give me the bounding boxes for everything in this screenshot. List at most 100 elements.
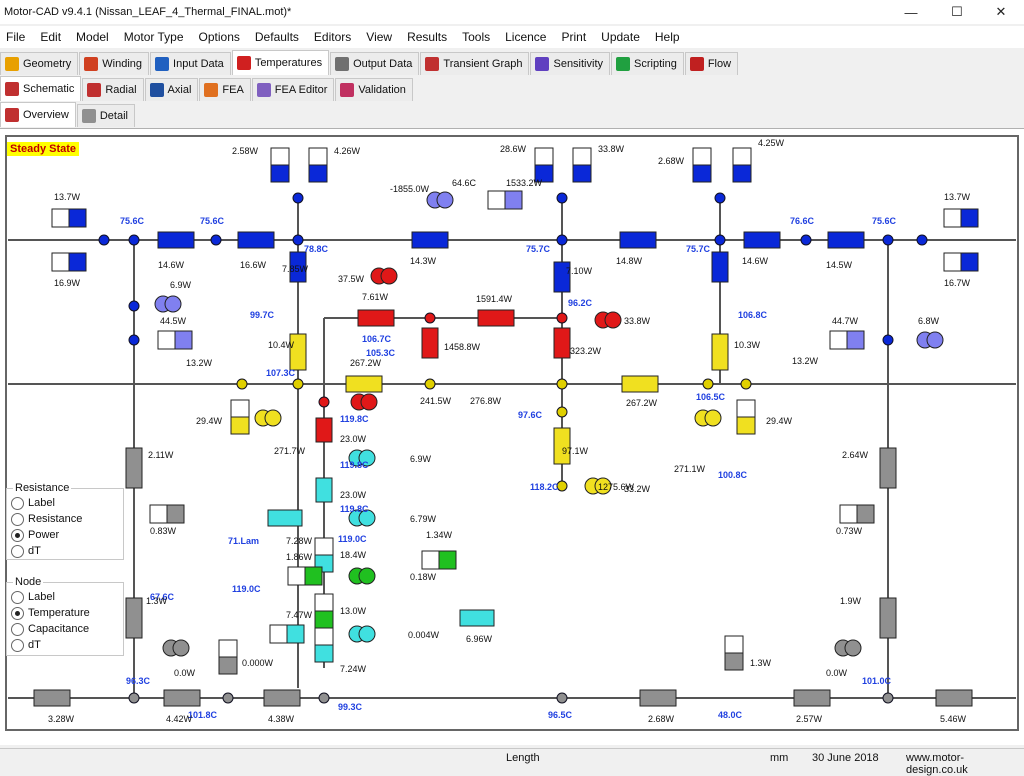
value-label: 44.7W — [832, 316, 859, 326]
thermal-capacitance-fill — [314, 610, 334, 629]
thermal-resistance — [553, 261, 571, 293]
power-source — [844, 639, 862, 657]
node-option-capacitance[interactable]: Capacitance — [7, 621, 123, 637]
node-option-temperature[interactable]: Temperature — [7, 605, 123, 621]
status-unit: mm — [770, 752, 789, 764]
value-label: 7.85W — [282, 264, 309, 274]
thermal-resistance — [553, 327, 571, 359]
tab-flow[interactable]: Flow — [684, 52, 739, 75]
network-node — [292, 378, 304, 390]
network-node — [916, 234, 928, 246]
menu-print[interactable]: Print — [561, 30, 587, 44]
viewtab-detail[interactable]: Detail — [76, 104, 135, 127]
radio-icon — [11, 544, 24, 558]
thermal-resistance — [125, 447, 143, 489]
thermal-capacitance-fill — [572, 164, 592, 183]
value-label: 18.4W — [340, 550, 367, 560]
power-source — [436, 191, 454, 209]
value-label: 5.46W — [940, 714, 967, 724]
tab-geometry[interactable]: Geometry — [0, 52, 79, 75]
value-label: 0.0W — [826, 668, 848, 678]
value-label: 7.24W — [340, 664, 367, 674]
menu-bar: File Edit Model Motor Type Options Defau… — [0, 26, 1024, 48]
menu-view[interactable]: View — [366, 30, 393, 44]
menu-licence[interactable]: Licence — [505, 30, 547, 44]
resistance-option-resistance[interactable]: Resistance — [7, 511, 123, 527]
value-label: 100.8C — [718, 470, 748, 480]
tab-label: Validation — [358, 84, 406, 96]
tab-output-data[interactable]: Output Data — [330, 52, 420, 75]
value-label: 106.5C — [696, 392, 726, 402]
value-label: 29.4W — [766, 416, 793, 426]
thermal-capacitance-fill — [166, 504, 185, 524]
viewtab-overview[interactable]: Overview — [0, 102, 76, 127]
value-label: 14.5W — [826, 260, 853, 270]
thermal-resistance — [621, 375, 659, 393]
menu-tools[interactable]: Tools — [462, 30, 491, 44]
thermal-resistance — [163, 689, 201, 707]
value-label: 78.8C — [304, 244, 329, 254]
resistance-option-power[interactable]: Power — [7, 527, 123, 543]
tab-transient-graph[interactable]: Transient Graph — [420, 52, 530, 75]
menu-results[interactable]: Results — [407, 30, 448, 44]
radio-icon — [11, 512, 24, 526]
thermal-resistance — [237, 231, 275, 249]
network-node — [236, 378, 248, 390]
menu-update[interactable]: Update — [601, 30, 640, 44]
subtab-radial[interactable]: Radial — [82, 78, 144, 101]
menu-editors[interactable]: Editors — [313, 30, 352, 44]
menu-model[interactable]: Model — [76, 30, 109, 44]
minimize-button[interactable]: — — [904, 4, 918, 20]
tab-input-data[interactable]: Input Data — [150, 52, 231, 75]
thermal-capacitance-fill — [230, 416, 250, 435]
thermal-resistance — [711, 333, 729, 371]
network-node — [882, 692, 894, 704]
window-title: Motor-CAD v9.4.1 (Nissan_LEAF_4_Thermal_… — [4, 6, 292, 18]
subtab-fea-editor[interactable]: FEA Editor — [251, 78, 335, 101]
value-label: 99.7C — [250, 310, 275, 320]
value-label: 106.8C — [738, 310, 768, 320]
resistance-option-dt[interactable]: dT — [7, 543, 123, 559]
value-label: 6.8W — [918, 316, 940, 326]
menu-options[interactable]: Options — [198, 30, 240, 44]
axial-icon — [149, 83, 164, 97]
resistance-option-label[interactable]: Label — [7, 495, 123, 511]
value-label: -1855.0W — [390, 184, 430, 194]
subtab-axial[interactable]: Axial — [144, 78, 199, 101]
close-button[interactable]: ✕ — [995, 4, 1007, 19]
value-label: 13.0W — [340, 606, 367, 616]
menu-help[interactable]: Help — [654, 30, 680, 44]
value-label: 7.47W — [286, 610, 313, 620]
node-option-dt[interactable]: dT — [7, 637, 123, 653]
value-label: 7.61W — [362, 292, 389, 302]
menu-file[interactable]: File — [6, 30, 26, 44]
radio-selected-icon — [11, 528, 24, 542]
subtab-schematic[interactable]: Schematic — [0, 76, 82, 101]
thermal-resistance — [619, 231, 657, 249]
node-option-label[interactable]: Label — [7, 589, 123, 605]
maximize-button[interactable]: ☐ — [951, 4, 963, 19]
subtab-validation[interactable]: Validation — [335, 78, 413, 101]
tab-label: Overview — [23, 109, 69, 121]
winding-icon — [84, 57, 99, 71]
subtab-fea[interactable]: FEA — [199, 78, 251, 101]
thermal-resistance — [315, 477, 333, 503]
menu-motor-type[interactable]: Motor Type — [123, 30, 184, 44]
radio-icon — [11, 496, 24, 510]
tab-sensitivity[interactable]: Sensitivity — [530, 52, 611, 75]
validation-icon — [340, 83, 355, 97]
thermal-resistance — [289, 251, 307, 283]
tab-label: Winding — [102, 58, 143, 70]
menu-edit[interactable]: Edit — [40, 30, 62, 44]
thermal-resistance — [935, 689, 973, 707]
network-node — [882, 334, 894, 346]
value-label: 2.58W — [232, 146, 259, 156]
value-label: 14.8W — [616, 256, 643, 266]
value-label: 0.18W — [410, 572, 437, 582]
menu-defaults[interactable]: Defaults — [254, 30, 299, 44]
value-label: 101.8C — [188, 710, 218, 720]
tab-temperatures[interactable]: Temperatures — [231, 50, 330, 75]
value-label: 1.9W — [840, 596, 862, 606]
tab-scripting[interactable]: Scripting — [611, 52, 684, 75]
tab-winding[interactable]: Winding — [79, 52, 150, 75]
